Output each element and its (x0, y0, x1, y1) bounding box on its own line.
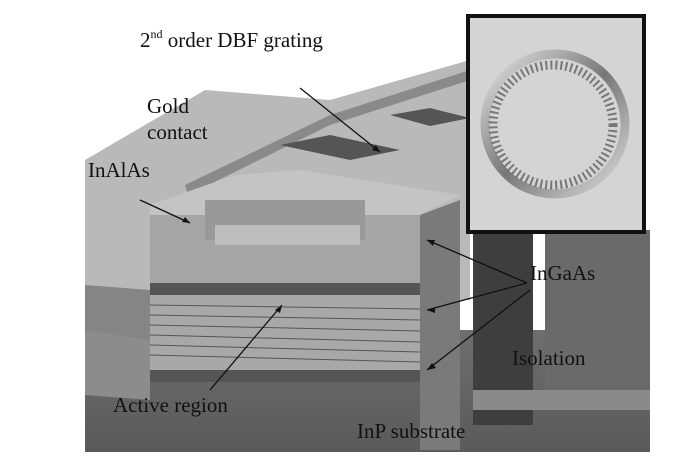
leader-lines (139, 87, 531, 391)
ingaas-lower (150, 370, 420, 382)
grating-label-text: order DBF grating (162, 28, 323, 52)
grating-label-number: 2 (140, 28, 151, 52)
grating-slot-2 (390, 108, 470, 126)
quantum-wells (149, 304, 421, 363)
grating-slot (280, 135, 400, 160)
outer-arc-band (185, 70, 470, 195)
isolation-floor (473, 390, 650, 410)
left-layers (85, 285, 150, 340)
ingaas-label: InGaAs (530, 261, 596, 285)
gold-label-line1: Gold (147, 94, 189, 118)
active-region-label: Active region (113, 393, 228, 417)
grating-label-superscript: nd (150, 27, 163, 41)
grating-label: 2nd order DBF grating (140, 28, 323, 51)
substrate-ledge (85, 330, 150, 400)
inalas-label: InAlAs (88, 158, 150, 182)
isolation-wall (545, 230, 650, 390)
gold-label-line2: contact (147, 120, 208, 144)
isolation-label: Isolation (512, 346, 586, 370)
recess-floor (215, 225, 360, 245)
ring-inset (466, 14, 646, 234)
inp-substrate-label: InP substrate (357, 419, 466, 443)
ingaas-upper (150, 283, 420, 295)
arrowheads (182, 145, 436, 370)
mesa-side (420, 200, 460, 450)
